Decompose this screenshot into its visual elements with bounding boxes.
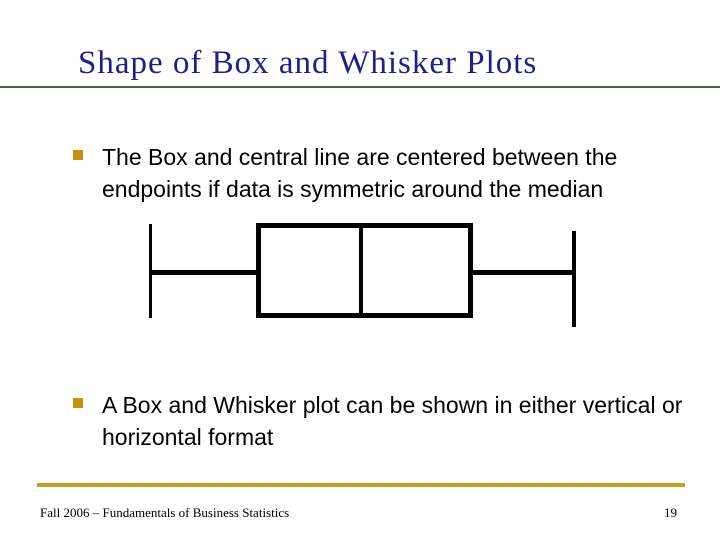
footer: Fall 2006 – Fundamentals of Business Sta… bbox=[40, 505, 677, 521]
title-divider-rule bbox=[0, 86, 720, 88]
median-line bbox=[359, 223, 363, 318]
slide-title: Shape of Box and Whisker Plots bbox=[78, 45, 538, 81]
footer-course-label: Fall 2006 – Fundamentals of Business Sta… bbox=[40, 505, 290, 520]
right-whisker-cap bbox=[572, 231, 576, 327]
box-iqr bbox=[256, 223, 473, 318]
left-whisker-line bbox=[152, 270, 257, 275]
left-whisker-cap bbox=[149, 224, 152, 318]
footer-divider-rule bbox=[37, 483, 685, 487]
page-number: 19 bbox=[664, 505, 677, 520]
square-bullet-icon bbox=[73, 398, 83, 408]
bullet-text-orientation: A Box and Whisker plot can be shown in e… bbox=[102, 392, 683, 450]
bullet-item-orientation: A Box and Whisker plot can be shown in e… bbox=[73, 389, 688, 453]
bullet-item-symmetry: The Box and central line are centered be… bbox=[73, 141, 688, 205]
right-whisker-line bbox=[473, 270, 573, 275]
bullet-text-symmetry: The Box and central line are centered be… bbox=[102, 144, 618, 202]
square-bullet-icon bbox=[73, 150, 83, 160]
